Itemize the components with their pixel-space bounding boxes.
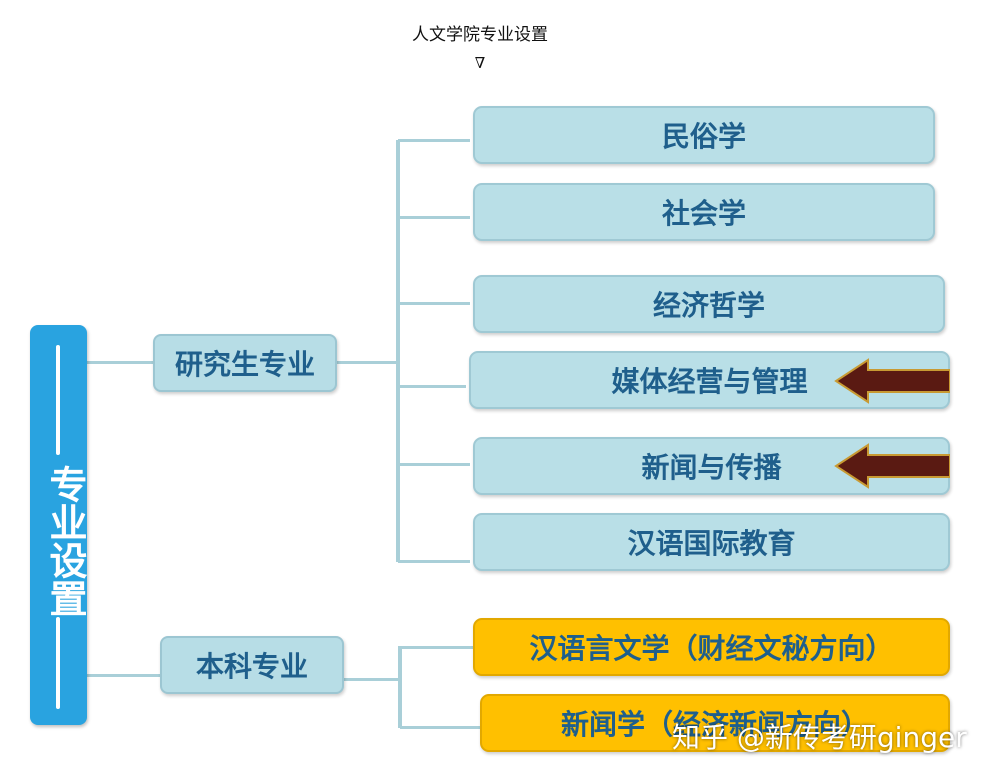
down-arrow-glyph: ∇ [474, 54, 486, 72]
branch-line [398, 216, 470, 219]
graduate-to-trunk-line [336, 361, 398, 364]
root-label: 专业设置 [43, 465, 87, 617]
leaf-sociology: 社会学 [473, 183, 935, 241]
root-bottom-bar [56, 617, 60, 709]
graduate-node: 研究生专业 [153, 334, 337, 392]
root-node: 专业设置 [30, 325, 87, 725]
undergrad-trunk [398, 646, 402, 728]
root-to-undergrad-line [87, 674, 162, 677]
leaf-economic-philosophy: 经济哲学 [473, 275, 945, 333]
branch-line [400, 646, 474, 649]
undergrad-to-trunk-line [342, 678, 400, 681]
pointer-arrow-icon [834, 358, 950, 404]
branch-line [400, 726, 480, 729]
diagram-title: 人文学院专业设置 [412, 25, 548, 45]
branch-line [398, 139, 470, 142]
branch-line [398, 385, 466, 388]
leaf-journalism: 新闻学（经济新闻方向） [480, 694, 950, 752]
pointer-arrow-icon [834, 443, 950, 489]
branch-line [398, 302, 470, 305]
leaf-chinese-literature: 汉语言文学（财经文秘方向） [473, 618, 950, 676]
leaf-folklore: 民俗学 [473, 106, 935, 164]
leaf-chinese-international-education: 汉语国际教育 [473, 513, 950, 571]
branch-line [398, 560, 470, 563]
graduate-trunk [396, 140, 400, 562]
root-top-bar [56, 345, 60, 455]
root-to-graduate-line [87, 361, 155, 364]
watermark: 知乎 @新传考研ginger [672, 721, 967, 754]
undergraduate-node: 本科专业 [160, 636, 344, 694]
branch-line [398, 463, 470, 466]
